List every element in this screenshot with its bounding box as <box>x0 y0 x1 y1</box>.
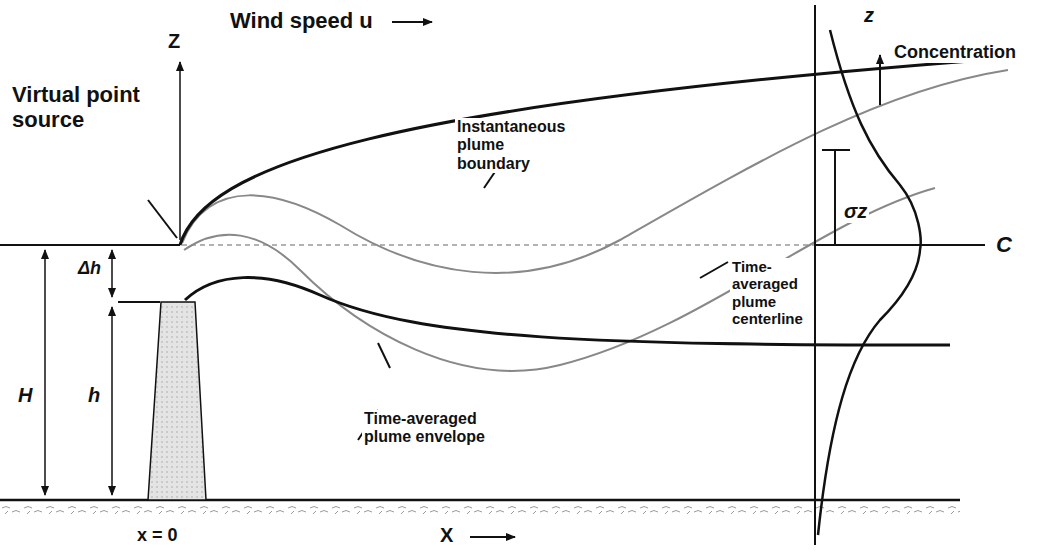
concentration-symbol: C <box>994 232 1014 257</box>
callout-label: Time-averaged plume envelope <box>362 410 491 447</box>
axis-label: X <box>438 524 455 547</box>
wind-label: Wind speed u <box>228 8 375 33</box>
plume-envelope <box>185 278 950 345</box>
leader-line <box>700 262 728 278</box>
sigma-bracket <box>834 150 836 245</box>
axis-label: Concentration <box>892 42 1018 63</box>
H-dimension <box>44 250 46 495</box>
origin-label: x = 0 <box>135 525 180 546</box>
axis-label: z <box>862 4 876 27</box>
dimension-label: H <box>16 384 34 407</box>
dimension-label: Δh <box>76 258 103 279</box>
z-axis <box>179 62 181 240</box>
gaussian-curve <box>818 30 921 535</box>
callout-label: Instantaneous plume boundary <box>455 118 577 173</box>
concentration-line <box>815 244 985 246</box>
sigma-bracket <box>822 149 850 151</box>
x-axis-arrow <box>470 536 515 538</box>
stack-height-line <box>118 301 160 303</box>
wind-arrow <box>392 21 432 23</box>
source-label: Virtual point source <box>10 82 164 133</box>
dimension-label: h <box>86 384 102 407</box>
z-arrow <box>879 55 881 105</box>
callout-label: Time-averaged plume centerline <box>730 258 814 327</box>
plume-envelope <box>180 58 1010 245</box>
axis-label: Z <box>166 30 182 53</box>
sigma-label: σz <box>842 200 869 223</box>
leader-line <box>148 200 177 238</box>
stack <box>148 302 206 500</box>
dh-dimension <box>111 250 113 297</box>
profile-axis <box>814 5 816 545</box>
effective-height-line <box>0 244 180 246</box>
h-dimension <box>111 307 113 495</box>
leader-line <box>378 343 390 368</box>
